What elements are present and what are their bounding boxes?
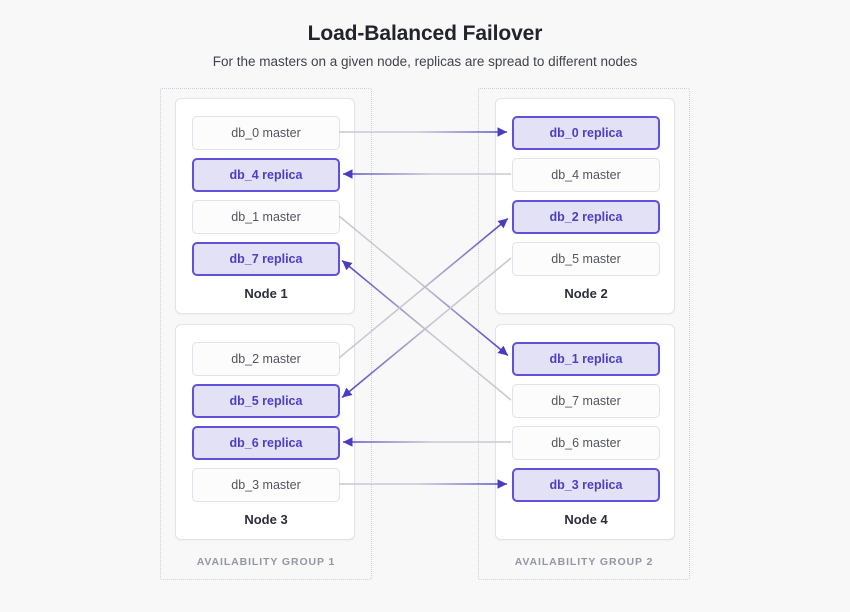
node-label-node-1: Node 1 [244,286,288,301]
availability-group-2-label: AVAILABILITY GROUP 2 [514,556,654,568]
db-box-node1-3[interactable]: db_7 replica [192,242,340,276]
node-card-node-3[interactable]: db_2 master db_5 replica db_6 replica db… [175,324,355,540]
db-box-node1-2[interactable]: db_1 master [192,200,340,234]
db-box-node2-2[interactable]: db_2 replica [512,200,660,234]
availability-group-1-label: AVAILABILITY GROUP 1 [196,556,336,568]
db-box-node1-0[interactable]: db_0 master [192,116,340,150]
page-subtitle: For the masters on a given node, replica… [212,54,638,69]
db-box-node2-1[interactable]: db_4 master [512,158,660,192]
db-box-node1-1[interactable]: db_4 replica [192,158,340,192]
node-label-node-3: Node 3 [244,512,288,527]
db-box-node3-0[interactable]: db_2 master [192,342,340,376]
db-box-node2-0[interactable]: db_0 replica [512,116,660,150]
db-box-node3-2[interactable]: db_6 replica [192,426,340,460]
node-card-node-2[interactable]: db_0 replica db_4 master db_2 replica db… [495,98,675,314]
db-box-node4-1[interactable]: db_7 master [512,384,660,418]
node-card-node-1[interactable]: db_0 master db_4 replica db_1 master db_… [175,98,355,314]
node-card-node-4[interactable]: db_1 replica db_7 master db_6 master db_… [495,324,675,540]
page-title: Load-Balanced Failover [307,22,543,45]
db-box-node4-3[interactable]: db_3 replica [512,468,660,502]
db-box-node3-1[interactable]: db_5 replica [192,384,340,418]
db-box-node3-3[interactable]: db_3 master [192,468,340,502]
db-box-node4-2[interactable]: db_6 master [512,426,660,460]
db-box-node4-0[interactable]: db_1 replica [512,342,660,376]
node-label-node-4: Node 4 [564,512,608,527]
db-box-node2-3[interactable]: db_5 master [512,242,660,276]
node-label-node-2: Node 2 [564,286,608,301]
